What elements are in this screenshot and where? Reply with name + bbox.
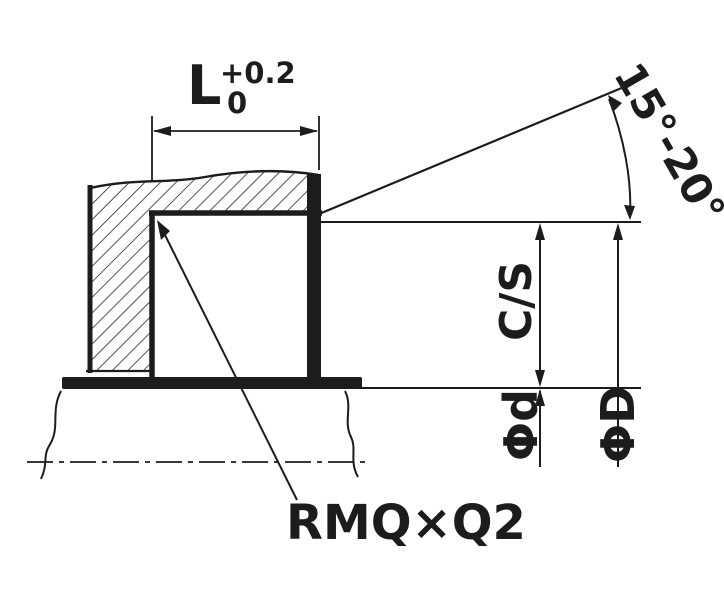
- angle-flank-line: [318, 85, 625, 216]
- dim-flank-angle: 15°-20°: [318, 55, 724, 232]
- corner-note-leader-line: [160, 226, 298, 501]
- arrowhead-right: [300, 126, 318, 136]
- groove-width-tol-upper: +0.2: [220, 56, 296, 90]
- groove-width-tol-lower: 0: [227, 86, 247, 120]
- shaft: [27, 377, 641, 480]
- groove-width-label: L: [187, 54, 221, 117]
- break-line-left: [40, 390, 62, 480]
- angle-arc-arrowhead-bottom: [624, 205, 635, 220]
- rod-diameter-arrow-up: [535, 389, 545, 406]
- angle-arc: [608, 98, 632, 218]
- corner-note-arrowhead: [157, 220, 170, 240]
- dim-groove-diameter: ΦD: [591, 223, 645, 467]
- dim-groove-width: L +0.2 0: [151, 54, 320, 181]
- dim-rod-diameter: Φd: [494, 389, 548, 467]
- angle-arc-arrowhead-top: [608, 95, 622, 112]
- groove-diameter-label: ΦD: [591, 386, 645, 463]
- groove-right-wall-bar: [307, 174, 321, 387]
- housing-break-top-edge: [89, 169, 320, 190]
- shaft-surface-bar: [62, 377, 362, 389]
- dim-cross-section: C/S: [491, 223, 545, 387]
- corner-note: RMQ×Q2: [157, 220, 526, 551]
- cross-section-arrow-up: [535, 223, 545, 240]
- break-line-right: [344, 390, 359, 478]
- cross-section-label: C/S: [491, 261, 542, 341]
- cross-section-arrow-down: [535, 370, 545, 387]
- rod-diameter-label: Φd: [494, 389, 548, 461]
- groove-diameter-arrow-up: [613, 223, 623, 240]
- hatched-housing: [86, 169, 322, 387]
- arrowhead-left: [153, 126, 171, 136]
- housing-hatch-fill: [90, 171, 319, 371]
- corner-note-label: RMQ×Q2: [286, 495, 526, 551]
